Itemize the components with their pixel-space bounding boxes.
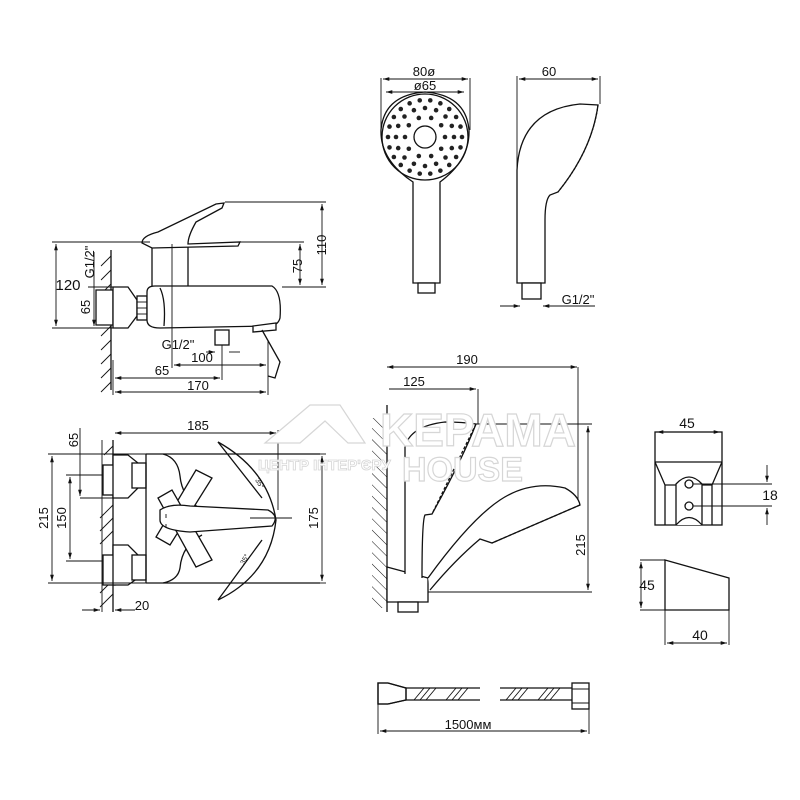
dim-neck-offset: 65: [155, 363, 169, 378]
spray-hole: [449, 123, 455, 129]
spray-hole: [407, 168, 412, 173]
dim-thread-outlet: G1/2": [162, 337, 195, 352]
spray-hole: [433, 161, 439, 167]
dim-body-height: 175: [306, 507, 321, 529]
spray-hole: [402, 155, 407, 160]
spray-hole: [416, 115, 422, 121]
dim-total-height: 215: [36, 507, 51, 529]
spray-hole: [446, 106, 452, 112]
spray-hole: [458, 145, 463, 150]
watermark-logo: KEPAMA HOUSE ЦЕНТР ІНТЕР'ЄРУ: [258, 403, 577, 489]
spray-hole: [395, 123, 401, 129]
dim-width: 185: [187, 418, 209, 433]
dim-projection: 170: [187, 378, 209, 393]
bracket-side: 45 40: [639, 559, 730, 645]
faucet-top-dimensions: 185 65 215 150 175 20: [36, 418, 326, 613]
hand-shower-side: 60 G1/2": [500, 64, 601, 308]
dim-thread: G1/2": [562, 292, 595, 307]
spray-hole: [453, 154, 459, 160]
dim-wall-gap: 20: [135, 598, 149, 613]
spray-hole: [391, 114, 397, 120]
faucet-side-dimensions: 110 75 120 65 G1/2" G1/2" 100 65 170: [52, 201, 329, 395]
faucet-top-view: 35° 35° 185 65 215 150 175 20: [36, 418, 326, 613]
spray-hole: [438, 101, 443, 106]
spray-hole: [398, 106, 404, 112]
dim-height-body: 120: [55, 277, 80, 294]
dim-depth: 60: [542, 64, 556, 79]
spray-hole: [411, 107, 417, 113]
faucet-top-body: 35° 35°: [102, 441, 320, 601]
hand-shower-front: 80ø ø65: [380, 64, 471, 294]
spray-hole: [402, 134, 408, 140]
spray-hole: [387, 124, 392, 129]
spray-hole: [427, 171, 433, 176]
dim-outer-diameter: 80ø: [413, 64, 435, 79]
dim-thread-top: G1/2": [82, 245, 97, 278]
spray-hole: [416, 153, 422, 159]
watermark-brand-line2: HOUSE: [402, 451, 523, 489]
spray-hole: [398, 162, 404, 168]
dim-face-diameter: ø65: [414, 78, 436, 93]
spray-hole: [391, 154, 397, 160]
dim-bracket-width: 45: [679, 415, 695, 431]
spray-hole: [458, 124, 463, 129]
spray-hole: [422, 163, 428, 169]
spray-holes: [385, 98, 465, 176]
dim-inlet-spacing: 150: [54, 507, 69, 529]
spray-hole: [446, 162, 452, 168]
spray-hole: [428, 153, 434, 159]
faucet-side-view: 110 75 120 65 G1/2" G1/2" 100 65 170: [52, 201, 329, 395]
spray-hole: [393, 134, 399, 140]
spray-hole: [428, 115, 434, 121]
spray-hole: [387, 145, 392, 150]
watermark-tagline: ЦЕНТР ІНТЕР'ЄРУ: [258, 457, 391, 474]
dim-reach-min: 125: [403, 374, 425, 389]
spray-hole: [427, 98, 433, 103]
dim-height-lever: 75: [290, 259, 305, 273]
spray-hole: [442, 134, 448, 140]
spray-hole: [438, 168, 443, 173]
spray-hole: [417, 98, 423, 103]
spray-hole: [459, 134, 465, 140]
spray-hole: [451, 134, 457, 140]
spray-hole: [443, 114, 448, 119]
dim-height: 215: [573, 534, 588, 556]
spray-hole: [402, 114, 407, 119]
holder-assembly: 190 125 215: [372, 352, 592, 613]
hose-length: 1500мм: [445, 717, 492, 732]
spray-hole: [453, 114, 459, 120]
dim-inlet: 65: [78, 300, 93, 314]
dim-hole-spacing: 18: [762, 487, 778, 503]
spray-hole: [406, 122, 412, 128]
spray-hole: [385, 134, 391, 140]
dim-outlet-offset: 100: [191, 350, 213, 365]
faucet-body: [95, 202, 281, 379]
shower-hose: 1500мм: [377, 682, 590, 734]
spray-hole: [433, 107, 439, 113]
spray-hole: [449, 145, 455, 151]
spray-hole: [395, 145, 401, 151]
watermark-brand-line1: KEPAMA: [380, 404, 576, 456]
angle-bottom: 35°: [239, 553, 251, 566]
dim-bracket-height: 45: [639, 577, 655, 593]
spray-hole: [406, 146, 412, 152]
spray-hole: [417, 171, 423, 176]
spray-hole: [438, 146, 444, 152]
spray-hole: [407, 101, 412, 106]
bracket-front: 45 18: [654, 415, 778, 526]
dim-bracket-depth: 40: [692, 627, 708, 643]
spray-hole: [422, 105, 428, 111]
spray-hole: [443, 155, 448, 160]
dim-reach-max: 190: [456, 352, 478, 367]
dim-inlet-offset: 65: [66, 433, 81, 447]
dim-height-total: 110: [314, 235, 329, 256]
spray-hole: [438, 122, 444, 128]
spray-hole: [411, 161, 417, 167]
